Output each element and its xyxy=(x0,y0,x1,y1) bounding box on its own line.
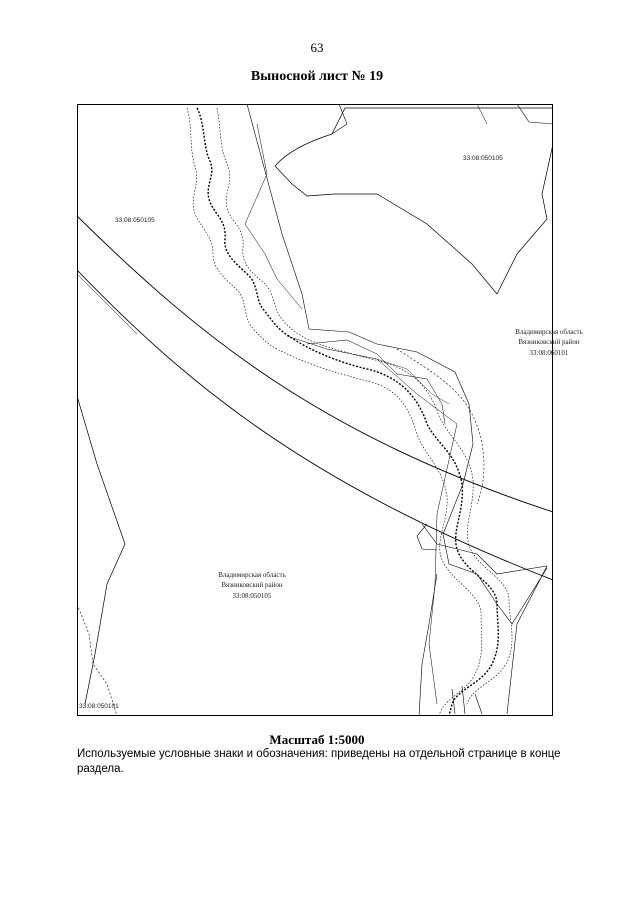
region-label-lower-line1: Владимирская область xyxy=(218,571,286,579)
parcel-lower-left xyxy=(77,395,126,705)
region-label-lower-line2: Вязниковский район xyxy=(221,581,283,589)
sheet-title: Выносной лист № 19 xyxy=(250,69,384,84)
region-label-right-line2: Вязниковский район xyxy=(518,338,580,346)
river-boundary xyxy=(196,107,499,716)
legend-note: Используемые условные знаки и обозначени… xyxy=(77,748,561,775)
map-border xyxy=(77,104,553,716)
parcel-lower-right xyxy=(421,523,548,715)
parcel-label-upper-left: 33:08:050105 xyxy=(115,217,155,224)
parcel-label-bottom-left: 33:08:050101 xyxy=(79,703,119,710)
page-number: 63 xyxy=(310,40,324,55)
parcel-strip-right xyxy=(246,104,548,625)
parcel-upper-right xyxy=(274,107,553,295)
road-upper-edge xyxy=(77,215,553,513)
river-buffer-line xyxy=(186,107,483,716)
parcel-label-lower-left: 33:08:050105 xyxy=(233,592,272,600)
parcel-label-upper-right: 33:08:050105 xyxy=(463,155,503,162)
road-lower-edge xyxy=(77,269,553,581)
cadastral-map: 33:08:050105 33:08:050105 33:08:050101 В… xyxy=(77,104,583,716)
map-canvas: 33:08:050105 33:08:050105 33:08:050101 В… xyxy=(77,104,583,716)
parcel-label-right-district: 33:08:060101 xyxy=(530,349,569,357)
region-label-right-line1: Владимирская область xyxy=(515,328,583,336)
scale-label: Масштаб 1:5000 xyxy=(269,732,365,747)
